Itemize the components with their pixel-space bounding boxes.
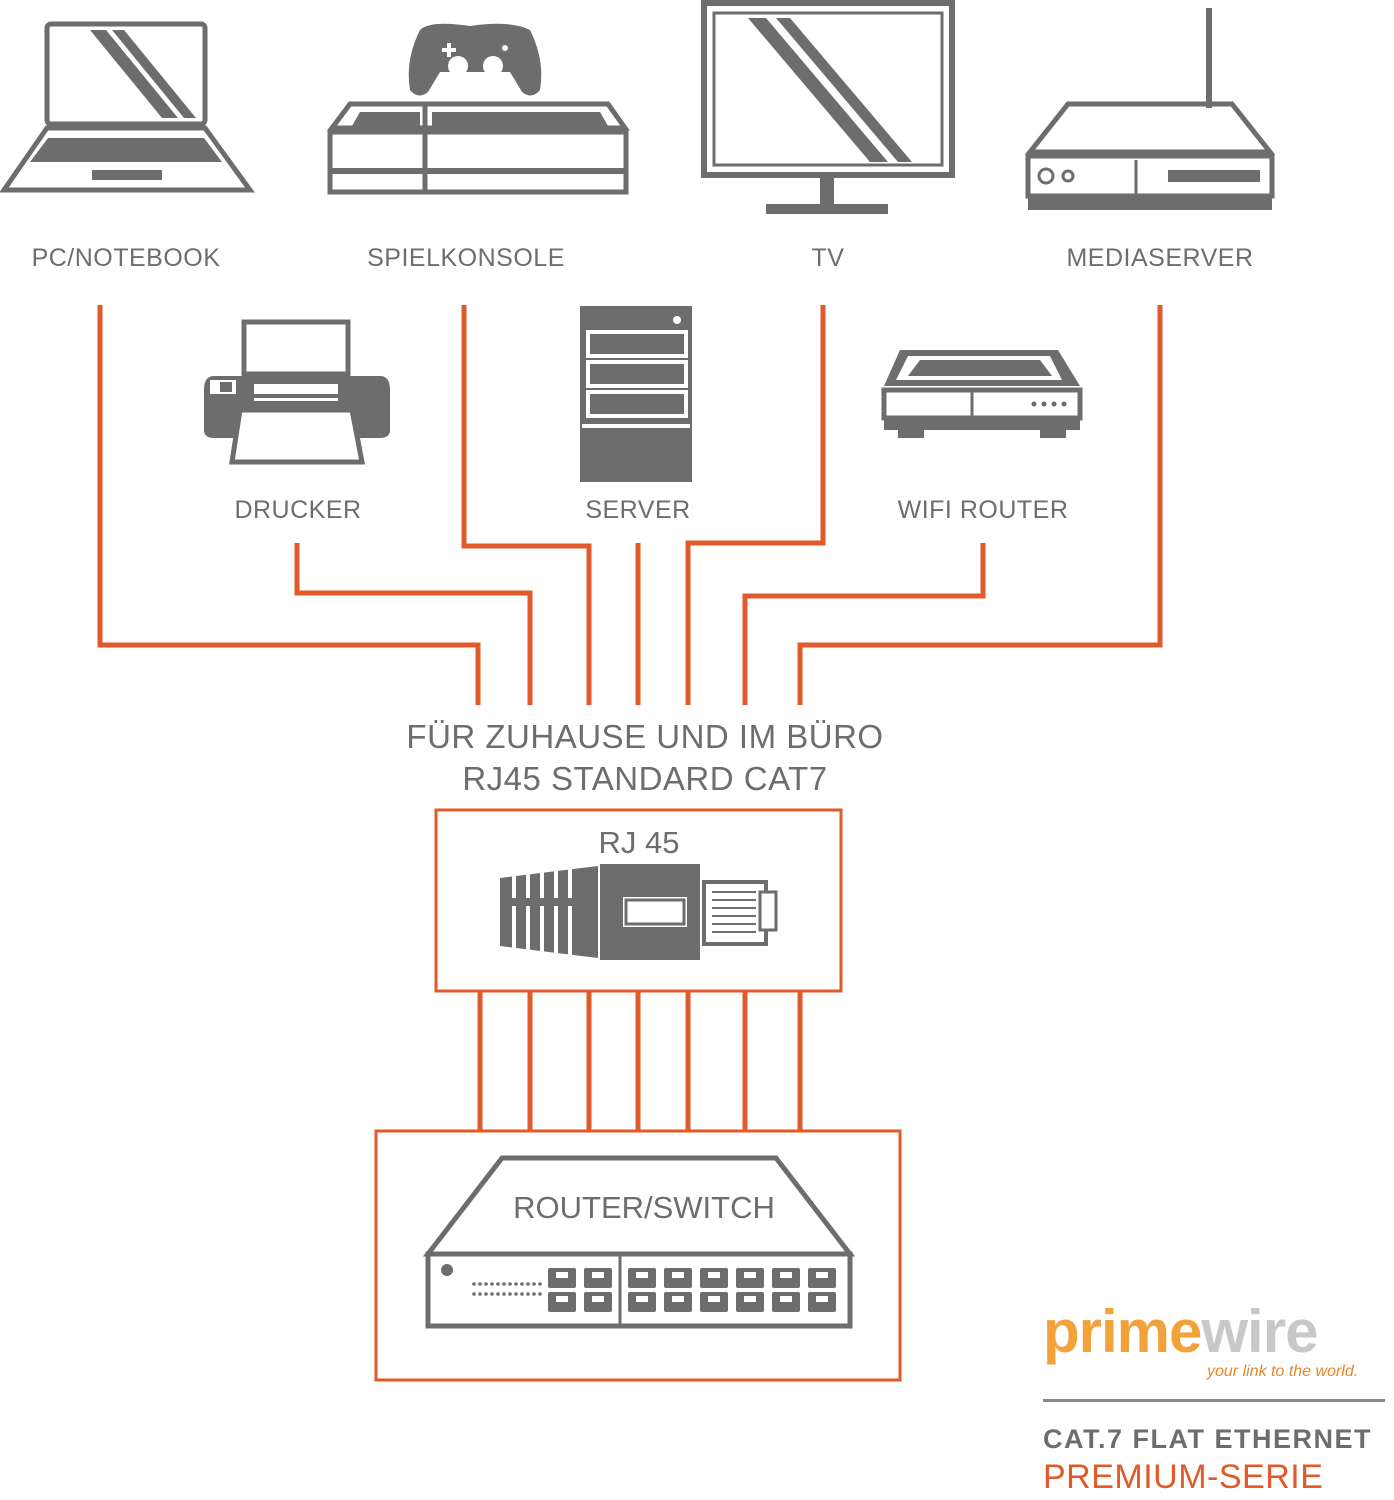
switch-led [514,1282,518,1286]
switch-port-slot [556,1272,568,1278]
switch-led [526,1292,530,1296]
mediaserver-icon [1024,8,1276,210]
switch-led [478,1292,482,1296]
switch-led [502,1292,506,1296]
caption-line-2: RJ45 STANDARD CAT7 [462,760,828,797]
logo-part-wire: wire [1201,1298,1318,1365]
switch-port-slot [708,1272,720,1278]
label-wifi-router: WIFI ROUTER [897,496,1069,524]
switch-led [490,1282,494,1286]
router-switch-label: ROUTER/SWITCH [513,1190,775,1225]
switch-led [526,1282,530,1286]
switch-led [490,1292,494,1296]
cable-printer [294,543,533,705]
switch-port-slot [556,1296,568,1302]
brand-tagline: your link to the world. [1207,1363,1359,1380]
label-pc-notebook: PC/NOTEBOOK [31,244,221,272]
cable-pc [97,305,481,705]
caption-line-1: FÜR ZUHAUSE UND IM BÜRO [406,718,884,755]
switch-port-slot [592,1296,604,1302]
cables [97,305,1163,1131]
switch-port-slot [816,1272,828,1278]
cable-wifi [742,543,986,705]
cable-tv [685,305,826,705]
rj45-connector-icon [500,864,778,960]
switch-port-slot [636,1296,648,1302]
server-icon [580,306,692,482]
switch-led [484,1292,488,1296]
switch-port-slot [744,1296,756,1302]
product-line: CAT.7 FLAT ETHERNET [1043,1424,1372,1454]
switch-led [532,1292,536,1296]
switch-led [478,1282,482,1286]
switch-led [508,1282,512,1286]
laptop-icon [0,21,255,193]
switch-port-slot [592,1272,604,1278]
printer-icon [204,319,390,465]
switch-port-slot [636,1272,648,1278]
label-mediaserver: MEDIASERVER [1066,244,1254,272]
label-drucker: DRUCKER [234,496,362,524]
label-server: SERVER [585,496,691,524]
product-series: PREMIUM-SERIE [1043,1458,1324,1496]
switch-port-slot [780,1296,792,1302]
switch-led [520,1292,524,1296]
switch-led [532,1282,536,1286]
switch-box [374,1129,902,1382]
switch-led [502,1282,506,1286]
game-console-icon [327,23,630,195]
switch-led [508,1292,512,1296]
switch-led [472,1292,476,1296]
tv-icon [701,0,955,214]
switch-led [484,1282,488,1286]
cable-mediaserver [797,305,1163,705]
switch-led [538,1282,542,1286]
brand-divider [1043,1399,1385,1402]
switch-port-slot [780,1272,792,1278]
rj45-box [434,808,843,993]
switch-port-slot [816,1296,828,1302]
primewire-logo: primewire [1043,1302,1318,1362]
cable-console [461,305,592,705]
switch-led [514,1292,518,1296]
switch-port-slot [708,1296,720,1302]
switch-led [538,1292,542,1296]
switch-port-slot [672,1296,684,1302]
switch-port-slot [672,1272,684,1278]
switch-icon [422,1155,856,1329]
logo-part-prime: prime [1043,1298,1202,1365]
label-tv: TV [811,244,845,272]
switch-led [496,1292,500,1296]
switch-led [520,1282,524,1286]
rj45-label: RJ 45 [598,825,680,860]
switch-led [496,1282,500,1286]
switch-led [472,1282,476,1286]
wifi-router-icon [881,350,1083,438]
switch-port-slot [744,1272,756,1278]
label-spielkonsole: SPIELKONSOLE [367,244,565,272]
